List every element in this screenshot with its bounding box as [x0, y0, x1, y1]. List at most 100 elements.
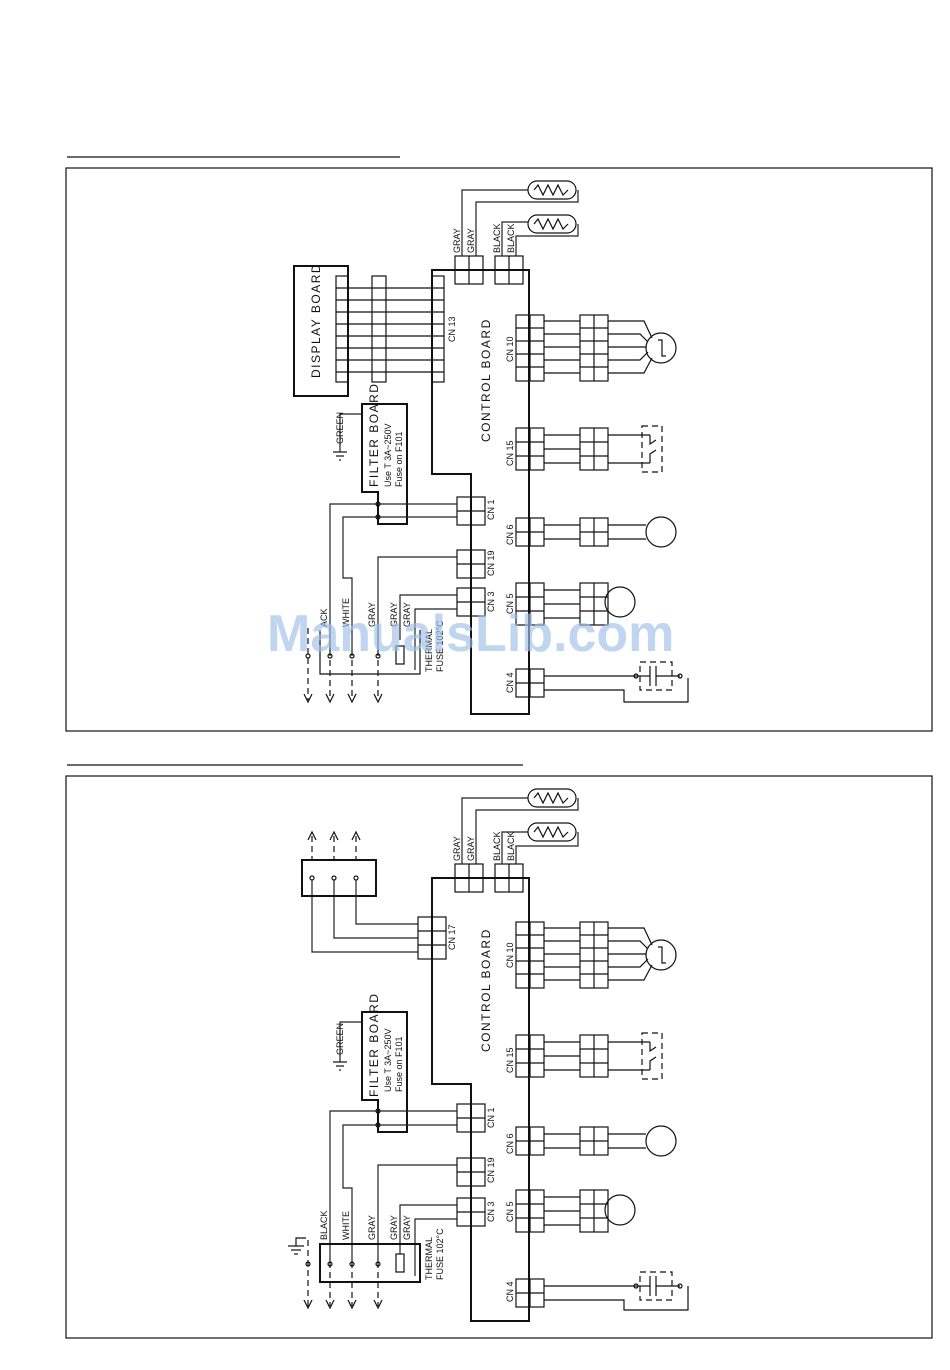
terminal-block	[319, 1243, 421, 1283]
cn10-label: CN 10	[505, 336, 515, 362]
cn10-connector	[515, 314, 545, 382]
control-board	[431, 877, 530, 1322]
thermal-fuse-label: FUSE 102°C	[435, 1228, 445, 1280]
cn15-label: CN 15	[505, 1047, 515, 1073]
cn3-label: CN 3	[486, 591, 496, 612]
sensor-label: BLACK	[492, 223, 502, 253]
cn19-connector	[456, 549, 486, 579]
cn6-connector	[515, 517, 545, 547]
motor-icon	[604, 1194, 636, 1226]
cn10-plug	[579, 314, 609, 382]
cn13-label: CN 13	[447, 316, 457, 342]
control-board	[431, 269, 530, 715]
fan-motor-icon	[645, 1125, 677, 1157]
wire-label: GRAY	[389, 1215, 399, 1240]
thermal-fuse-icon	[395, 645, 405, 665]
diagram-frame	[65, 775, 933, 1339]
cn15-connector	[515, 427, 545, 471]
cn5-connector	[515, 1189, 545, 1233]
sensor-label: BLACK	[506, 831, 516, 861]
step-motor-icon	[645, 332, 677, 364]
cn17-label: CN 17	[447, 924, 457, 950]
thermistor-1-icon	[527, 788, 577, 808]
cn1-label: CN 1	[486, 1107, 496, 1128]
diagram-2: CN 17 CONTROL BOARD GRAY GRAY BLACK BLAC…	[65, 764, 933, 1339]
watermark: ManualsLib.com	[267, 605, 674, 663]
cn15-label: CN 15	[505, 440, 515, 466]
step-motor-icon	[645, 939, 677, 971]
cn19-connector	[456, 1157, 486, 1187]
terminal-block	[319, 630, 421, 675]
filter-board	[361, 1011, 408, 1133]
cn6-connector	[515, 1126, 545, 1156]
power-terminal-block	[301, 859, 377, 897]
cn10-connector	[515, 921, 545, 989]
wire-label: GRAY	[389, 602, 399, 627]
sensor-label: GRAY	[452, 228, 462, 253]
cn19-label: CN 19	[486, 1157, 496, 1183]
filter-board-title: FILTER BOARD	[367, 383, 381, 487]
cn1-connector	[456, 496, 486, 526]
diagram-1: DISPLAY BOARD CONTROL BOARD CN 13	[65, 156, 933, 732]
ground-label: GREEN	[335, 412, 345, 444]
filter-board-rating: Use T 3A~250V	[383, 1029, 393, 1092]
sensor-connectors	[454, 180, 579, 285]
cn5-label: CN 5	[505, 593, 515, 614]
cn6-label: CN 6	[505, 524, 515, 545]
cn3-label: CN 3	[486, 1201, 496, 1222]
control-board-label: CONTROL BOARD	[479, 928, 493, 1052]
thermal-fuse-label: THERMAL	[424, 629, 434, 672]
cn6-label: CN 6	[505, 1133, 515, 1154]
thermistor-2-icon	[527, 822, 577, 842]
filter-board-fuse: Fuse on F101	[394, 1036, 404, 1092]
wire-label: GRAY	[402, 602, 412, 627]
thermal-fuse-label: THERMAL	[424, 1237, 434, 1280]
cn6-plug	[579, 517, 609, 547]
cn1-label: CN 1	[486, 499, 496, 520]
cn5-plug	[579, 1189, 609, 1233]
filter-board	[361, 403, 408, 525]
display-board-label: DISPLAY BOARD	[309, 263, 323, 378]
filter-board-rating: Use T 3A~250V	[383, 424, 393, 487]
wire-label: ACK	[319, 608, 329, 627]
wire-label: BLACK	[319, 1210, 329, 1240]
wire-label: GRAY	[367, 602, 377, 627]
cn15-plug	[579, 1034, 609, 1078]
cn19-label: CN 19	[486, 550, 496, 576]
capacitor-icon	[639, 1271, 673, 1301]
wire-label: WHITE	[341, 1211, 351, 1240]
control-board-label: CONTROL BOARD	[479, 318, 493, 442]
thermal-fuse-icon	[395, 1253, 405, 1273]
sensor-label: GRAY	[466, 228, 476, 253]
sensor-label: BLACK	[506, 223, 516, 253]
switch-icon	[641, 425, 663, 473]
thermistor-1-icon	[527, 180, 577, 200]
thermal-fuse-label: FUSE 102°C	[435, 620, 445, 672]
sensor-label: GRAY	[466, 836, 476, 861]
wire-label: GRAY	[402, 1215, 412, 1240]
cn4-connector	[515, 1278, 545, 1308]
cn10-plug	[579, 921, 609, 989]
filter-board-fuse: Fuse on F101	[394, 431, 404, 487]
thermistor-2-icon	[527, 214, 577, 234]
switch-icon	[641, 1032, 663, 1080]
sensor-label: GRAY	[452, 836, 462, 861]
cn4-label: CN 4	[505, 672, 515, 693]
cn3-connector	[456, 1197, 486, 1227]
diagram-frame	[65, 167, 933, 732]
cn15-connector	[515, 1034, 545, 1078]
cn10-label: CN 10	[505, 942, 515, 968]
cn1-connector	[456, 1103, 486, 1133]
capacitor-icon	[639, 661, 673, 691]
filter-board-title: FILTER BOARD	[367, 993, 381, 1097]
motor-icon	[604, 586, 636, 618]
cn5-label: CN 5	[505, 1201, 515, 1222]
cn6-plug	[579, 1126, 609, 1156]
sensor-label: BLACK	[492, 831, 502, 861]
cn4-connector	[515, 668, 545, 698]
ground-label: GREEN	[335, 1023, 345, 1055]
cn4-label: CN 4	[505, 1281, 515, 1302]
wire-label: WHITE	[341, 598, 351, 627]
display-connectors	[335, 275, 445, 383]
